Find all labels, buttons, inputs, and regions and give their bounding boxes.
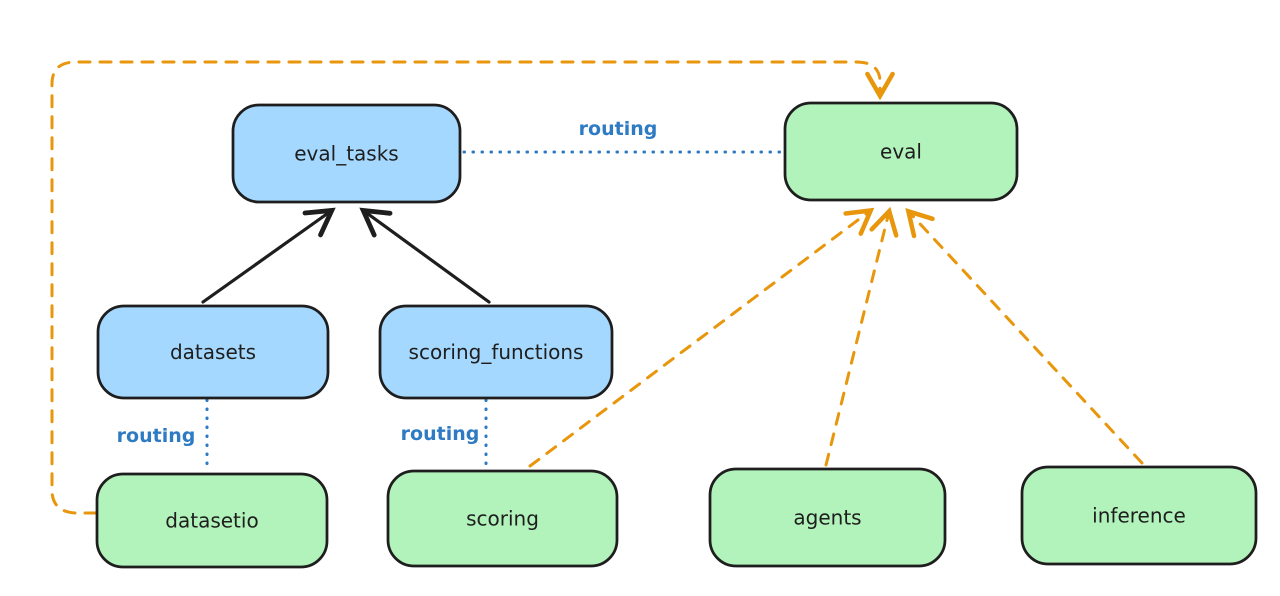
node-inference-label: inference	[1092, 504, 1186, 528]
edge-scoring-to-eval	[528, 207, 875, 468]
node-eval-label: eval	[880, 140, 922, 164]
routing-label-datasets-datasetio: routing	[117, 425, 196, 447]
node-eval-tasks: eval_tasks	[231, 103, 462, 204]
node-eval: eval	[783, 101, 1019, 202]
edge-datasets-to-eval-tasks	[201, 207, 336, 304]
node-agents-box	[708, 467, 947, 568]
node-eval-box	[783, 101, 1019, 202]
node-agents: agents	[708, 467, 947, 568]
routing-label-eval-tasks-eval: routing	[579, 118, 658, 140]
node-scoring-box	[386, 469, 619, 568]
node-eval-tasks-box	[231, 103, 462, 204]
edge-agents-to-eval	[824, 206, 899, 467]
routing-label-scoring-functions-scoring: routing	[401, 423, 480, 445]
node-datasetio-label: datasetio	[165, 509, 258, 533]
node-datasets: datasets	[96, 304, 330, 400]
node-datasets-box	[96, 304, 330, 400]
node-scoring-functions-label: scoring_functions	[409, 340, 584, 364]
node-scoring-functions-box	[378, 304, 614, 400]
node-scoring-label: scoring	[466, 507, 539, 531]
edge-scoring-functions-to-eval-tasks	[359, 207, 491, 304]
edge-inference-to-eval	[905, 208, 1144, 465]
node-scoring: scoring	[386, 469, 619, 568]
node-datasetio-box	[95, 472, 329, 569]
node-scoring-functions: scoring_functions	[378, 304, 614, 400]
node-inference-box	[1020, 465, 1258, 566]
node-eval-tasks-label: eval_tasks	[294, 142, 398, 166]
node-datasets-label: datasets	[170, 340, 256, 364]
node-agents-label: agents	[793, 506, 861, 530]
edge-datasetio-to-eval	[50, 60, 895, 515]
node-inference: inference	[1020, 465, 1258, 566]
node-datasetio: datasetio	[95, 472, 329, 569]
